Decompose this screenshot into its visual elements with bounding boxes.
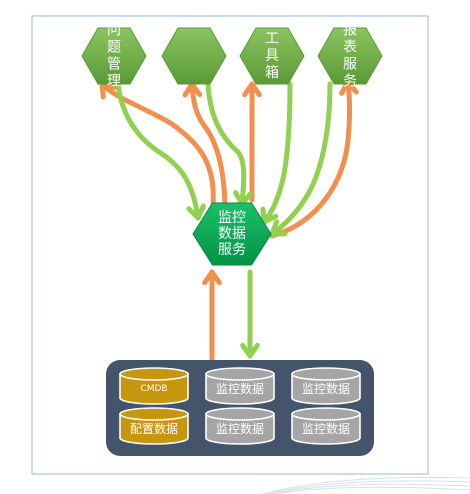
app-node-label: 报: [343, 23, 357, 39]
datastore-cylinder[interactable]: CMDB: [119, 367, 189, 405]
app-node-label: 题: [107, 40, 121, 56]
app-node-label: 理: [107, 74, 121, 90]
diagram-frame: [31, 15, 429, 475]
datastore-label: CMDB: [140, 384, 167, 394]
swoosh-line: [265, 480, 470, 494]
datastore-cylinder[interactable]: 监控数据: [205, 367, 275, 405]
app-node-label: 问: [107, 23, 121, 39]
swoosh-line: [273, 486, 470, 494]
datastore-label: 监控数据: [216, 381, 264, 396]
center-node-label: 监控: [218, 210, 246, 226]
datastore-label: 监控数据: [302, 381, 350, 396]
center-node-label: 服务: [218, 242, 246, 258]
arrow-down-to-data: [240, 269, 260, 359]
swoosh-line: [261, 476, 470, 494]
app-node-label: 工: [265, 31, 279, 47]
app-node-label: 务: [343, 74, 357, 90]
app-node-3[interactable]: 工具箱: [239, 27, 305, 85]
arrows: [99, 79, 359, 363]
app-node-2[interactable]: [161, 27, 227, 85]
arrow-to-app-3: [242, 81, 262, 203]
app-node-label: 具: [265, 48, 279, 64]
app-node-label: 箱: [265, 65, 279, 81]
datastore-cylinder[interactable]: 监控数据: [291, 367, 361, 405]
app-node-label: 管: [107, 57, 121, 73]
datastore-label: 监控数据: [216, 421, 264, 436]
datastore-cylinder[interactable]: 监控数据: [291, 407, 361, 445]
datastore-cylinder[interactable]: 监控数据: [205, 407, 275, 445]
center-node-label: 数据: [218, 226, 246, 242]
app-node-label: 表: [343, 40, 357, 56]
arrow-from-app-3: [260, 81, 293, 225]
datastore-cylinder[interactable]: 配置数据: [119, 407, 189, 445]
swoosh-line: [269, 483, 470, 494]
app-node-label: 服: [343, 57, 357, 73]
arrow-from-app-1: [115, 81, 206, 221]
decorative-swoosh: [261, 476, 470, 494]
datastore-label: 配置数据: [130, 421, 178, 436]
datastore-label: 监控数据: [302, 421, 350, 436]
arrow-from-app-4: [269, 81, 333, 237]
arrow-up-from-data: [202, 269, 222, 363]
